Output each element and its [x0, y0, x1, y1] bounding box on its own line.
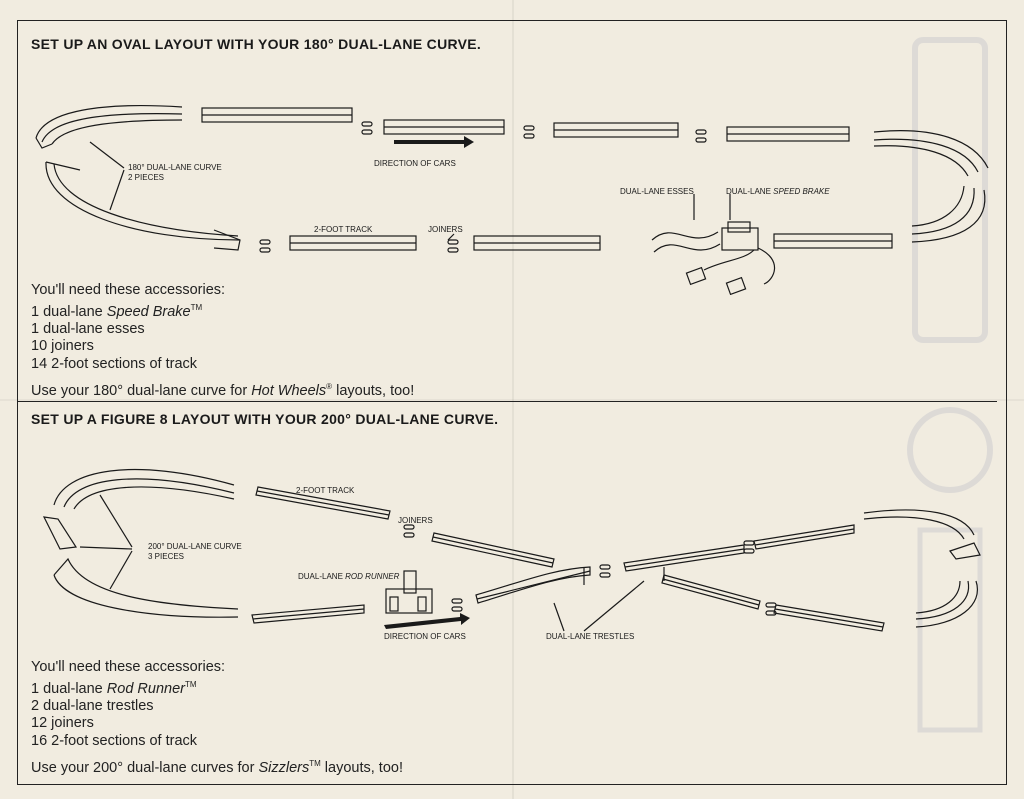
sheet-border	[17, 20, 1007, 785]
accessory-item: 14 2-foot sections of track	[31, 355, 198, 372]
direction-arrow-icon	[384, 613, 470, 629]
accessory-item: 1 dual-lane Speed BrakeTM	[31, 303, 203, 321]
accessories-note: Use your 200° dual-lane curves for Sizzl…	[31, 758, 403, 776]
esses-label: DUAL-LANE ESSES	[620, 187, 694, 196]
curve-pieces-label: 3 PIECES	[148, 552, 184, 561]
speed-brake-label: DUAL-LANE SPEED BRAKE	[726, 187, 830, 196]
section-divider	[17, 401, 997, 402]
oval-layout-diagram: 180° DUAL-LANE CURVE 2 PIECES DIRECTION …	[35, 105, 989, 295]
joiners-label: JOINERS	[398, 516, 433, 525]
accessory-item: 10 joiners	[31, 338, 94, 355]
figure8-layout-heading: SET UP A FIGURE 8 LAYOUT WITH YOUR 200° …	[31, 411, 499, 427]
rod-runner-label: DUAL-LANE ROD RUNNER	[298, 572, 400, 581]
direction-label: DIRECTION OF CARS	[374, 159, 456, 168]
figure8-layout-diagram: 2-FOOT TRACK JOINERS 200° DUAL-LANE CURV…	[42, 468, 981, 641]
paper-fold-vertical	[512, 0, 514, 799]
trestles-label: DUAL-LANE TRESTLES	[546, 632, 634, 641]
accessory-item: 12 joiners	[31, 715, 94, 732]
track-label: 2-FOOT TRACK	[314, 225, 373, 234]
direction-arrow-icon	[394, 136, 474, 148]
track-label: 2-FOOT TRACK	[296, 486, 355, 495]
accessory-item: 16 2-foot sections of track	[31, 732, 198, 749]
accessory-item: 1 dual-lane Rod RunnerTM	[31, 680, 197, 698]
figure8-accessories: You'll need these accessories: 1 dual-la…	[31, 659, 403, 777]
curve-pieces-label: 2 PIECES	[128, 173, 164, 182]
oval-accessories: You'll need these accessories: 1 dual-la…	[31, 282, 414, 400]
accessories-intro: You'll need these accessories:	[31, 282, 226, 298]
paper-fold-horizontal	[0, 399, 1024, 401]
accessories-intro: You'll need these accessories:	[31, 659, 226, 675]
accessory-item: 1 dual-lane esses	[31, 321, 145, 338]
joiners-label: JOINERS	[428, 225, 463, 234]
oval-layout-heading: SET UP AN OVAL LAYOUT WITH YOUR 180° DUA…	[31, 36, 482, 52]
curve-label: 180° DUAL-LANE CURVE	[128, 163, 222, 172]
direction-label: DIRECTION OF CARS	[384, 632, 466, 641]
curve-label: 200° DUAL-LANE CURVE	[148, 542, 242, 551]
accessories-note: Use your 180° dual-lane curve for Hot Wh…	[31, 381, 415, 399]
watermark-print	[907, 37, 993, 733]
accessory-item: 2 dual-lane trestles	[31, 698, 154, 715]
